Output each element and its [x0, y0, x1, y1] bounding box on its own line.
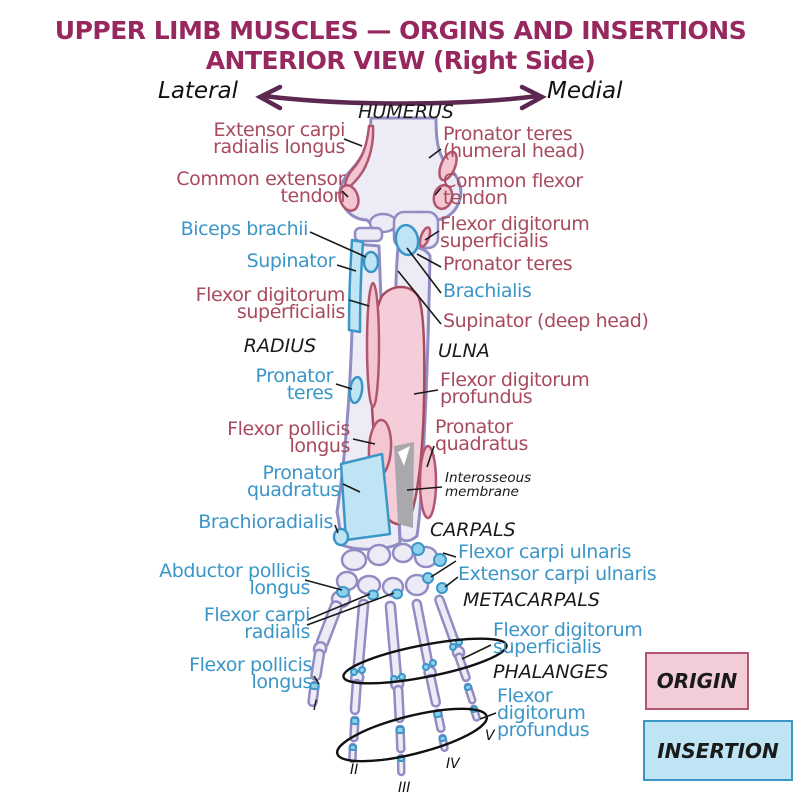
label-flexor-carpi-ulnaris: Flexor carpi ulnaris — [458, 541, 631, 563]
orientation-lateral: Lateral — [158, 78, 239, 104]
label-flexor-carpi-radialis: Flexor carpi radialis — [203, 604, 311, 644]
bone-label-phalanges: PHALANGES — [493, 661, 609, 683]
label-flexor-digitorum-superficialis-bottom: Flexor digitorum superficialis — [493, 619, 643, 659]
label-common-flexor-tendon: Common flexor tendon — [443, 170, 583, 210]
pq-origin-patch — [418, 444, 438, 520]
bone-label-humerus: HUMERUS — [358, 101, 454, 123]
label-flexor-pollicis-longus-bottom: Flexor pollicis longus — [189, 654, 312, 694]
orientation-arrow — [255, 84, 547, 111]
label-extensor-carpi-radialis-longus: Extensor carpi radialis longus — [213, 119, 345, 159]
bone-label-ulna: ULNA — [438, 340, 490, 362]
label-pronator-teres-left: Pronator teres — [255, 365, 333, 405]
label-flexor-digitorum-superficialis-right: Flexor digitorum superficialis — [440, 213, 590, 253]
digit-numeral-3: III — [398, 780, 411, 796]
label-flexor-pollicis-longus-left: Flexor pollicis longus — [227, 418, 350, 458]
biceps-insertion-spot — [362, 250, 380, 274]
legend-insertion-label: INSERTION — [657, 738, 779, 763]
label-pronator-teres-right: Pronator teres — [443, 253, 573, 275]
label-abductor-pollicis-longus: Abductor pollicis longus — [159, 560, 310, 600]
brachioradialis-insertion-spot — [332, 527, 350, 547]
phalanges-group — [307, 648, 481, 777]
pronator-teres-humeral-head-patch — [438, 150, 458, 182]
common-extensor-tendon-patch — [338, 184, 360, 212]
bone-label-radius: RADIUS — [243, 335, 317, 357]
label-pronator-teres-humeral-head: Pronator teres (humeral head) — [443, 123, 585, 163]
legend-origin-box: ORIGIN — [645, 652, 749, 710]
label-common-extensor-tendon: Common extensor tendon — [176, 168, 345, 208]
label-supinator-deep-head: Supinator (deep head) — [443, 310, 649, 332]
digit-numeral-4: IV — [446, 756, 460, 772]
orientation-medial: Medial — [547, 78, 623, 104]
label-extensor-carpi-ulnaris: Extensor carpi ulnaris — [458, 563, 657, 585]
leader-lines — [304, 138, 497, 720]
insertion-patches — [332, 223, 420, 547]
bone-label-interosseous-membrane: Interosseous membrane — [445, 470, 532, 500]
label-pronator-quadratus-left: Pronator quadratus — [246, 462, 340, 502]
digit-numeral-2: II — [350, 762, 359, 778]
legend-insertion-box: INSERTION — [643, 720, 793, 781]
supinator-insertion-strip — [347, 238, 365, 334]
label-brachioradialis: Brachioradialis — [198, 511, 333, 533]
bone-label-metacarpals: METACARPALS — [463, 589, 600, 611]
label-flexor-digitorum-profundus-bottom: Flexor digitorum profundus — [497, 685, 590, 742]
digit-numeral-5: V — [485, 728, 495, 744]
label-biceps-brachii: Biceps brachii — [180, 218, 309, 240]
label-supinator-left: Supinator — [246, 250, 336, 272]
page-title: UPPER LIMB MUSCLES — ORGINS AND INSERTIO… — [54, 16, 747, 45]
insertion-spots — [336, 542, 463, 683]
label-flexor-digitorum-profundus-right: Flexor digitorum profundus — [440, 369, 590, 409]
label-flexor-digitorum-superficialis-left: Flexor digitorum superficialis — [195, 284, 346, 324]
fds-insertion-loop — [342, 637, 508, 685]
digit-numeral-1: I — [313, 698, 318, 714]
pq-insertion-patch — [339, 452, 392, 542]
label-brachialis: Brachialis — [443, 280, 532, 302]
legend-origin-label: ORIGIN — [656, 669, 738, 693]
bone-label-carpals: CARPALS — [430, 519, 516, 541]
brachialis-insertion-spot — [394, 223, 420, 257]
label-pronator-quadratus-right: Pronator quadratus — [435, 416, 529, 456]
interosseous-membrane-shape — [394, 442, 414, 528]
page-subtitle: ANTERIOR VIEW (Right Side) — [205, 46, 596, 75]
fds-origin-radius-patch — [365, 281, 381, 409]
